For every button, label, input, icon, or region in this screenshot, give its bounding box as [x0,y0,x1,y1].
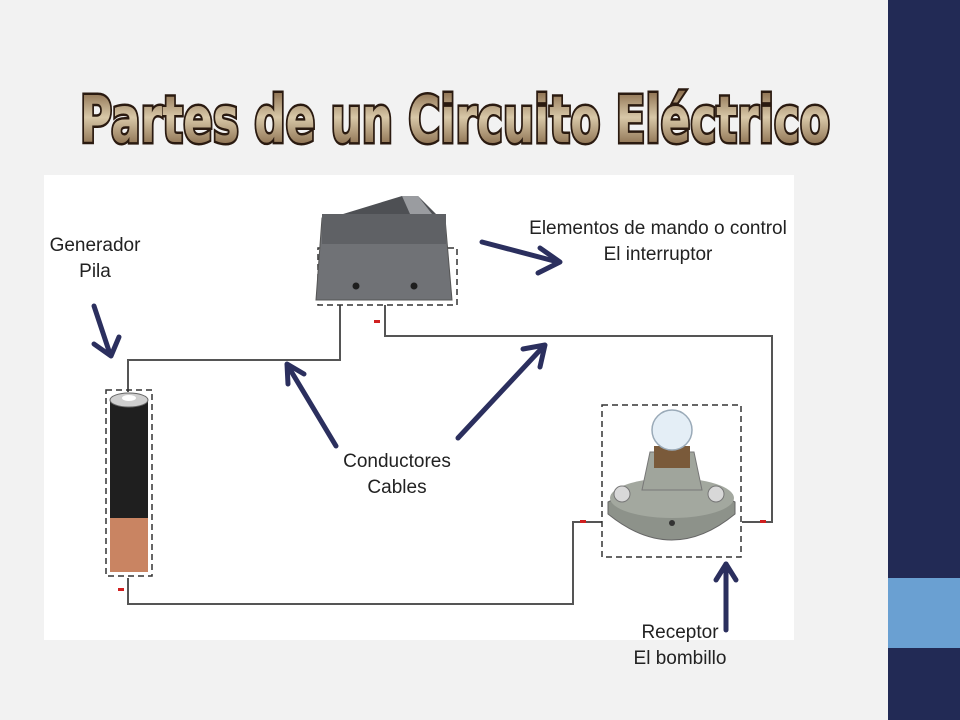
label-control-line2: El interruptor [603,244,713,265]
wire-battery-switch [127,305,341,392]
lamp-hole [669,520,675,526]
switch-rocker-top [402,196,432,214]
circuit-diagram [91,196,773,633]
switch-hole [352,282,360,290]
label-receiver: Receptor El bombillo [600,620,760,672]
label-control-line1: Elementos de mando o control [529,218,787,239]
arrow-control [479,239,563,276]
label-generator: Generador Pila [30,233,160,285]
sidebar-accent [888,578,960,648]
terminal-marker [580,520,586,523]
switch-component [315,196,458,306]
lamp-bounding-box [601,404,742,558]
arrows [91,239,739,633]
arrow-receiver [713,561,739,633]
battery-terminal [122,395,136,401]
label-conductors-line2: Cables [367,477,427,498]
arrow-generator [91,303,122,359]
battery-bounding-box [105,389,153,577]
lamp-bulb [651,409,693,451]
label-generator-line2: Pila [79,261,111,282]
battery-component [105,389,153,577]
battery-body-black [110,400,148,520]
label-generator-line1: Generador [49,235,141,256]
switch-top-face [322,214,446,244]
lamp-base-top [610,478,734,518]
label-conductors: Conductores Cables [322,449,472,501]
switch-hole [410,282,418,290]
title-graphic: Partes de un Circuito Eléctrico [78,82,833,161]
terminal-marker [760,520,766,523]
terminal-marker [118,588,124,591]
page-title: Partes de un Circuito Eléctrico [80,84,830,158]
label-conductors-line1: Conductores [343,451,451,472]
lamp-component [601,404,742,558]
wire-battery-lamp [127,521,602,605]
terminal-markers [118,320,766,591]
label-control: Elementos de mando o control El interrup… [490,216,826,268]
arrow-conductor-left [284,361,339,449]
label-receiver-line2: El bombillo [633,648,727,669]
label-receiver-line1: Receptor [641,622,719,643]
lamp-bulb-base [654,446,690,468]
lamp-screw [707,485,725,503]
arrow-conductor-right [455,342,548,441]
terminal-marker [374,320,380,323]
lamp-screw [613,485,631,503]
battery-body-copper [110,518,148,572]
